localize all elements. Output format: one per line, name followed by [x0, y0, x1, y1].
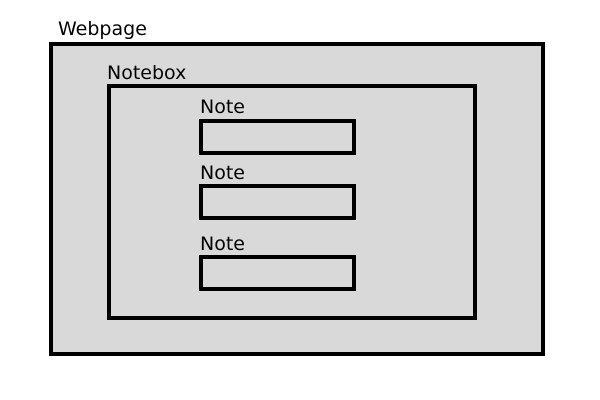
note-label: Note [200, 233, 245, 255]
note-box [199, 184, 356, 220]
note-label: Note [200, 96, 245, 118]
note-box [199, 119, 356, 155]
notebox-label: Notebox [107, 62, 187, 84]
webpage-label: Webpage [58, 18, 147, 40]
note-label: Note [200, 162, 245, 184]
note-box [199, 255, 356, 291]
